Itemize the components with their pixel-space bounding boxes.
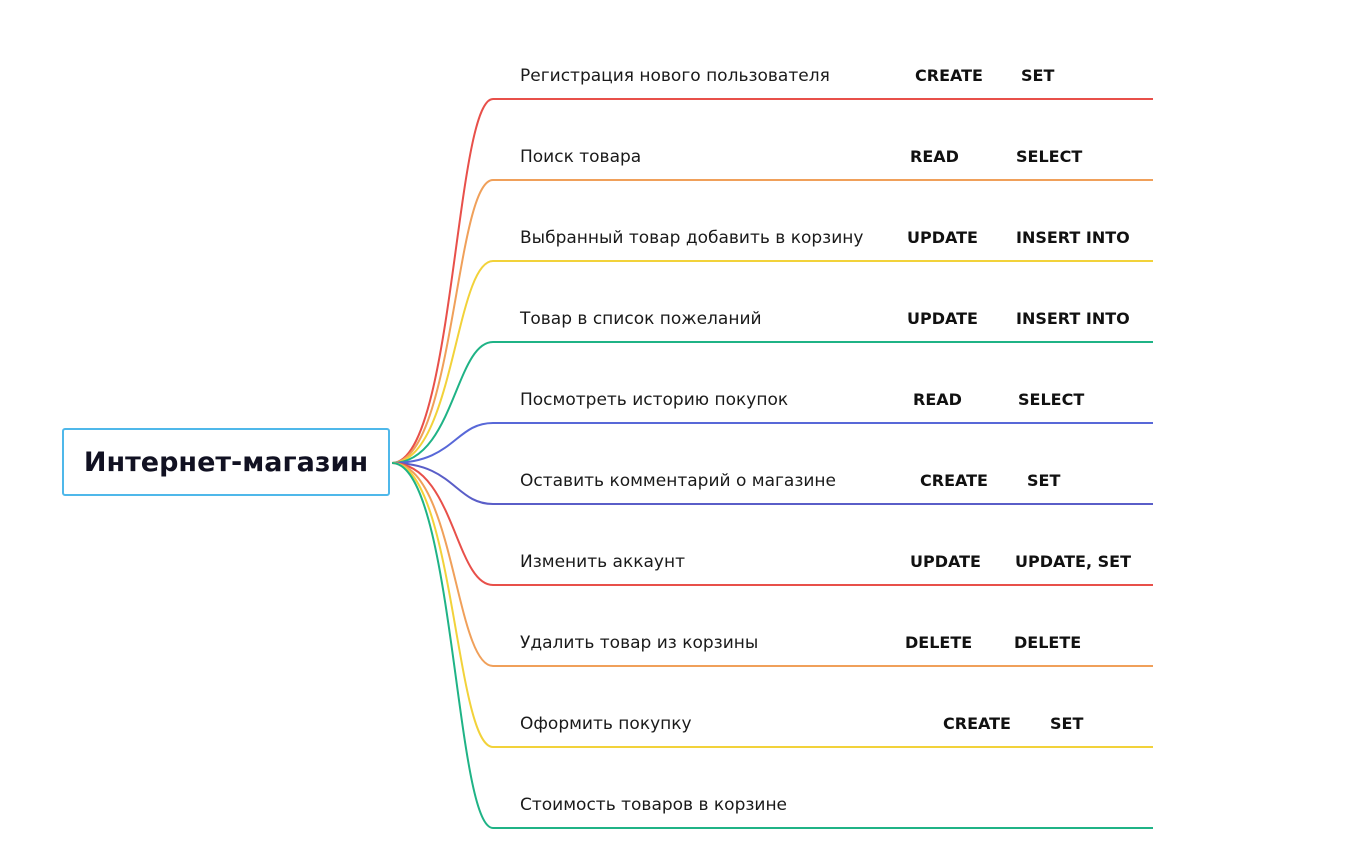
branch-connector-9: [391, 462, 1153, 748]
sql-command-5: SELECT: [1018, 390, 1085, 409]
sql-command-8: DELETE: [1014, 633, 1082, 652]
branch-label-9[interactable]: Оформить покупку: [520, 714, 692, 734]
crud-operation-7: UPDATE: [910, 552, 981, 571]
crud-operation-4: UPDATE: [907, 309, 978, 328]
crud-operation-3: UPDATE: [907, 228, 978, 247]
branch-connector-8: [391, 462, 1153, 667]
branch-label-2[interactable]: Поиск товара: [520, 147, 642, 167]
branch-label-7[interactable]: Изменить аккаунт: [520, 552, 685, 572]
crud-operation-9: CREATE: [943, 714, 1011, 733]
crud-operation-1: CREATE: [915, 66, 983, 85]
sql-command-3: INSERT INTO: [1016, 228, 1130, 247]
branch-connector-5: [391, 422, 1153, 464]
crud-operation-6: CREATE: [920, 471, 988, 490]
branch-label-6[interactable]: Оставить комментарий о магазине: [520, 471, 837, 491]
sql-command-9: SET: [1050, 714, 1084, 733]
crud-operation-5: READ: [913, 390, 962, 409]
branch-label-3[interactable]: Выбранный товар добавить в корзину: [520, 228, 864, 248]
branch-connector-10: [391, 462, 1153, 829]
sql-command-2: SELECT: [1016, 147, 1083, 166]
branch-connector-7: [391, 462, 1153, 586]
branch-label-4[interactable]: Товар в список пожеланий: [520, 309, 762, 329]
branch-label-10[interactable]: Стоимость товаров в корзине: [520, 795, 788, 815]
branch-label-1[interactable]: Регистрация нового пользователя: [520, 66, 830, 86]
branch-connector-2: [391, 179, 1153, 464]
root-label: Интернет-магазин: [83, 446, 369, 478]
sql-command-1: SET: [1021, 66, 1055, 85]
branch-connector-4: [391, 341, 1153, 464]
crud-operation-2: READ: [910, 147, 959, 166]
root-node[interactable]: Интернет-магазин: [62, 428, 390, 496]
branch-label-5[interactable]: Посмотреть историю покупок: [520, 390, 789, 410]
branch-connector-6: [391, 462, 1153, 505]
crud-operation-8: DELETE: [905, 633, 973, 652]
branch-connector-1: [391, 98, 1153, 464]
branch-label-8[interactable]: Удалить товар из корзины: [520, 633, 759, 653]
branch-connector-3: [391, 260, 1153, 464]
sql-command-6: SET: [1027, 471, 1061, 490]
sql-command-7: UPDATE, SET: [1015, 552, 1131, 571]
sql-command-4: INSERT INTO: [1016, 309, 1130, 328]
